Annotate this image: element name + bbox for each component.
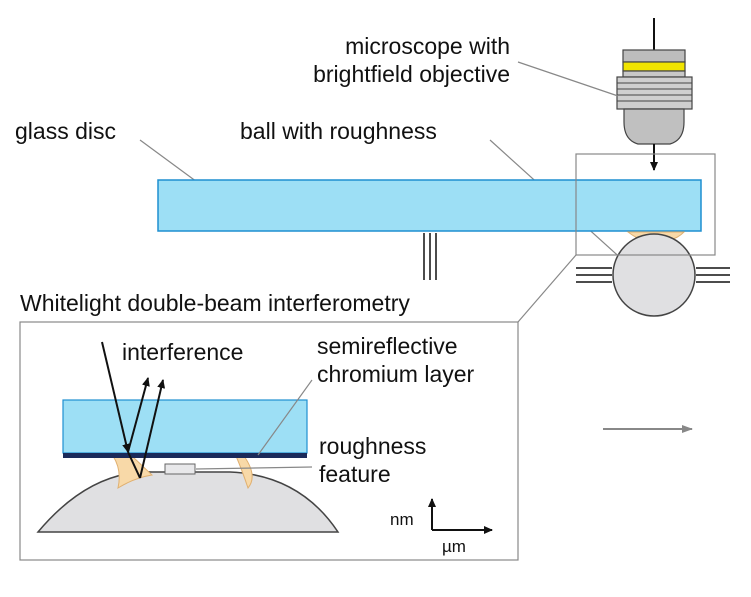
- chromium-label: semireflective chromium layer: [317, 332, 474, 388]
- disc-shaft-symbol: [423, 233, 437, 280]
- microscope-label-line2: brightfield objective: [313, 61, 510, 87]
- microscope-objective: [616, 18, 693, 171]
- glass-disc-label: glass disc: [15, 118, 116, 144]
- roughness-label-line1: roughness: [319, 433, 427, 459]
- chromium-label-line2: chromium layer: [317, 361, 475, 387]
- contact-zoom-frame: [575, 153, 716, 256]
- objective-yellow-band: [622, 61, 686, 72]
- roughness-label-line2: feature: [319, 461, 391, 487]
- ball-surface: [36, 471, 340, 533]
- detail-glass: [62, 399, 308, 454]
- roughness-feature: [164, 463, 196, 475]
- ball-label: ball with roughness: [240, 118, 437, 144]
- leader-roughness: [195, 466, 313, 470]
- ball: [612, 233, 696, 317]
- axis-um-label: µm: [442, 537, 466, 556]
- axis-indicator: [428, 498, 493, 534]
- ball-shaft-symbols: [576, 267, 730, 283]
- leader-microscope: [517, 61, 619, 97]
- chromium-label-line1: semireflective: [317, 333, 458, 359]
- interference-label: interference: [122, 339, 244, 365]
- roughness-label: roughness feature: [319, 432, 426, 488]
- lubricant-left: [112, 455, 154, 490]
- microscope-label-line1: microscope with: [345, 33, 510, 59]
- lubricant-right: [235, 455, 253, 490]
- interference-rays: [101, 341, 166, 479]
- leader-chromium: [257, 379, 313, 456]
- microscope-label: microscope with brightfield objective: [210, 32, 510, 88]
- section-title: Whitelight double-beam interferometry: [20, 290, 410, 316]
- glass-disc: [157, 179, 702, 232]
- chromium-layer: [63, 453, 307, 458]
- zoom-connector: [517, 254, 577, 323]
- axis-nm-label: nm: [390, 510, 414, 529]
